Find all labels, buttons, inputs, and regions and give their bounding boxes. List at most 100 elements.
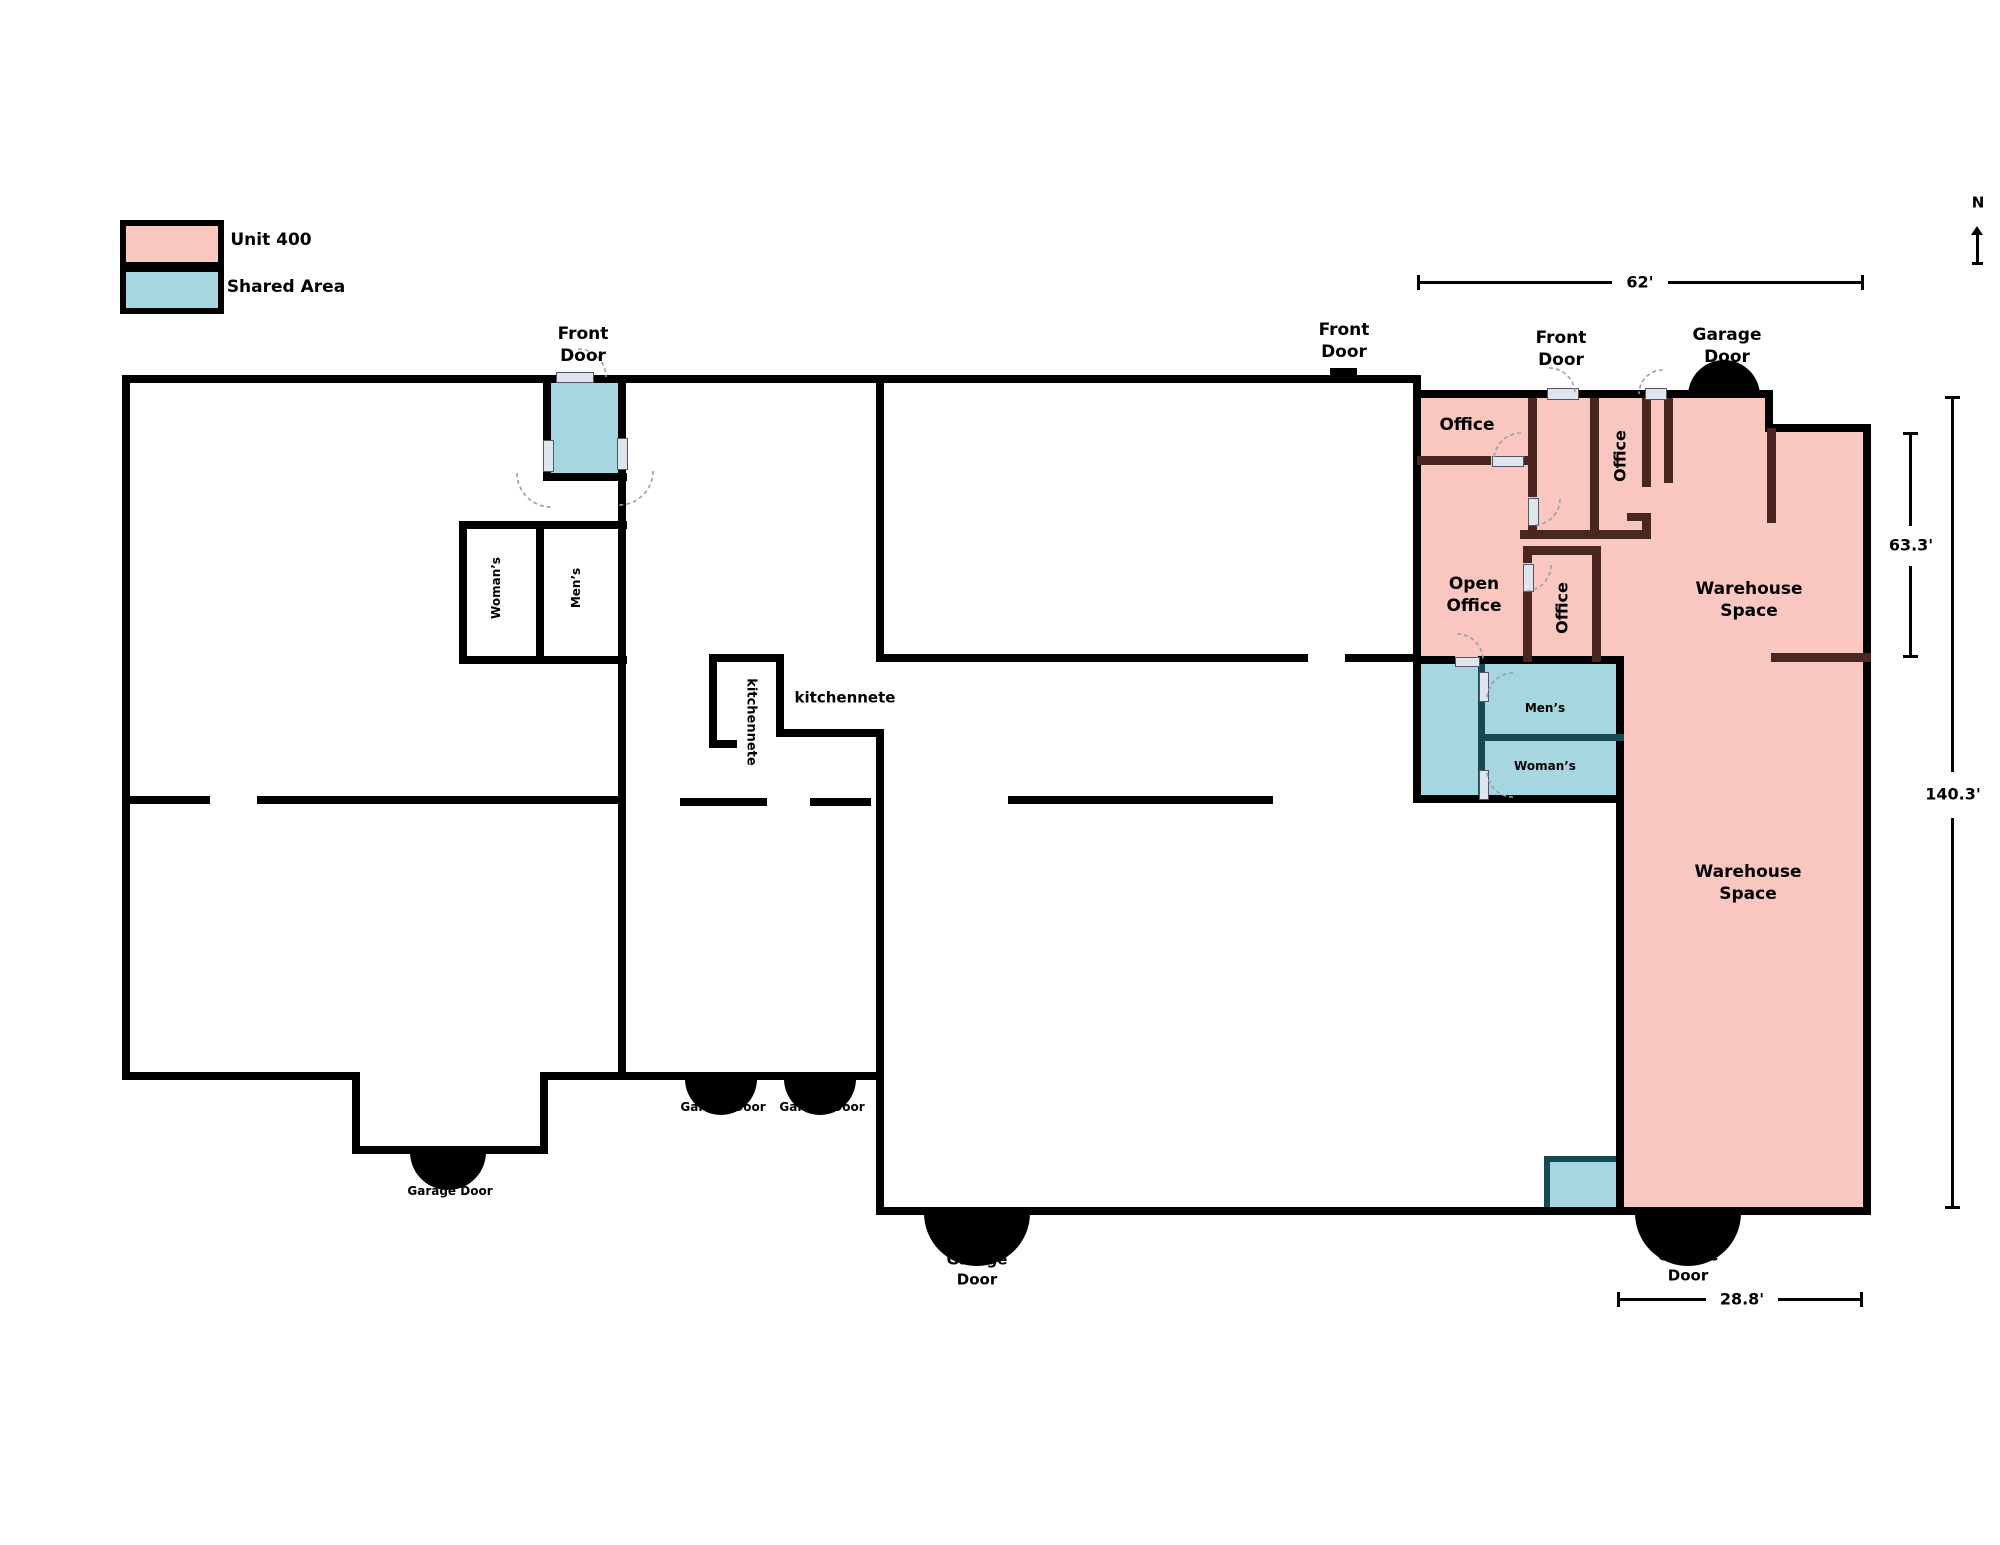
- door-unit-second: [1645, 388, 1667, 400]
- wall-restroom: [536, 521, 544, 664]
- wall: [884, 654, 1308, 662]
- wall-office: [1417, 456, 1491, 465]
- wall-bottom: [876, 1207, 1871, 1215]
- dim-line: [1951, 398, 1954, 772]
- wall-unit-left: [1413, 375, 1421, 803]
- shared-corner-border-left: [1544, 1156, 1550, 1211]
- legend-unit-swatch: [120, 220, 224, 268]
- dim-top-width: 62': [1626, 272, 1654, 292]
- wall: [122, 375, 130, 1080]
- wall-unit-top: [1413, 390, 1773, 398]
- wall-restroom: [459, 521, 467, 664]
- wall: [540, 1072, 884, 1080]
- wall-kitchennete: [776, 654, 784, 737]
- shared-corner-border-top: [1544, 1156, 1620, 1162]
- wall-restroom-bottom: [1413, 795, 1624, 803]
- legend-shared-swatch: [120, 266, 224, 314]
- wall-kitchennete: [709, 654, 717, 748]
- front-door-label-unit: Front Door: [1535, 327, 1587, 370]
- wall-warehouse: [1771, 653, 1871, 662]
- garage-door-label-small-2: Garage Door: [779, 1100, 865, 1115]
- womans-label-left: Woman’s: [489, 557, 504, 619]
- dim-tick: [1903, 432, 1918, 435]
- wall-mid: [680, 798, 767, 806]
- warehouse-space-label-lower: Warehouse Space: [1694, 861, 1802, 904]
- door-mens: [1479, 672, 1489, 702]
- dim-line: [1620, 1298, 1706, 1301]
- wall: [1345, 654, 1421, 662]
- shared-restroom-area: [1421, 664, 1616, 795]
- wall-office: [1528, 398, 1537, 497]
- wall-corridor: [1642, 513, 1651, 539]
- north-arrow-head: [1971, 226, 1983, 235]
- dim-line: [1951, 818, 1954, 1208]
- door-office2: [1523, 564, 1534, 592]
- wall-unit-step: [1765, 390, 1773, 432]
- front-door-label-left: Front Door: [557, 323, 609, 366]
- wall-office2: [1523, 546, 1601, 555]
- wall: [122, 375, 1417, 383]
- wall-unit-top2: [1765, 424, 1871, 432]
- wall-office2: [1592, 546, 1601, 662]
- wall-unit-right: [1863, 424, 1871, 1215]
- wall-kitchennete: [709, 654, 784, 662]
- office-label: Office: [1439, 414, 1495, 435]
- wall-vestibule-bottom: [543, 473, 627, 481]
- dim-tick: [1945, 1206, 1960, 1209]
- wall-kitchennete: [709, 740, 737, 748]
- compass-n-label: N: [1971, 193, 1985, 212]
- womans-label-unit: Woman’s: [1514, 759, 1576, 774]
- dim-tick: [1945, 396, 1960, 399]
- dim-line: [1420, 281, 1612, 284]
- door-womans: [1479, 770, 1489, 800]
- front-door-label-middle: Front Door: [1318, 319, 1370, 362]
- wall: [540, 1072, 548, 1154]
- wall-corridor: [1664, 398, 1673, 483]
- wall-divider: [618, 375, 626, 1080]
- unit400-warehouse-upper: [1773, 432, 1867, 659]
- dim-line: [1909, 434, 1912, 526]
- mens-label-unit: Men’s: [1524, 701, 1566, 716]
- door-office-side: [1528, 498, 1539, 526]
- wall-corridor: [1627, 513, 1650, 521]
- wall-unit-inner-left: [1616, 662, 1624, 1215]
- office-label-rotated-lower: Office: [1552, 582, 1572, 634]
- dim-line: [1668, 281, 1861, 284]
- dim-total-right-height: 140.3': [1925, 784, 1981, 804]
- door-front-unit: [1547, 388, 1579, 400]
- kitchennete-label: kitchennete: [794, 688, 896, 707]
- wall-mid: [122, 796, 210, 804]
- dim-tick: [1860, 1292, 1863, 1307]
- warehouse-space-label-upper: Warehouse Space: [1695, 578, 1803, 621]
- wall-vestibule-left: [543, 375, 551, 481]
- wall-mid: [810, 798, 871, 806]
- wall: [352, 1146, 548, 1154]
- wall-kitchennete: [776, 729, 884, 737]
- garage-door-label-unit-bottom: Garage Door: [1657, 1246, 1719, 1285]
- wall: [122, 1072, 352, 1080]
- wall: [352, 1072, 360, 1154]
- wall-warehouse: [1767, 428, 1776, 523]
- door-front-left: [556, 372, 594, 383]
- door-office: [1492, 456, 1524, 467]
- shared-corner-area: [1548, 1160, 1616, 1207]
- office-label-rotated-top: Office: [1610, 430, 1630, 482]
- open-office-label: Open Office: [1446, 573, 1502, 616]
- mens-label-left: Men’s: [569, 567, 584, 609]
- garage-door-label-left: Garage Door: [407, 1184, 493, 1199]
- garage-door-label-small-1: Garage Door: [680, 1100, 766, 1115]
- dim-line: [1909, 566, 1912, 656]
- dim-tick: [1617, 1292, 1620, 1307]
- dim-bottom-width: 28.8': [1719, 1289, 1765, 1309]
- wall-mid: [1008, 796, 1273, 804]
- garage-door-label-unit-top: Garage Door: [1692, 324, 1762, 367]
- north-arrow-icon: [1976, 234, 1979, 264]
- wall-office: [1520, 456, 1534, 465]
- wall-office: [1590, 398, 1599, 539]
- door-vestibule-right: [617, 438, 628, 470]
- north-arrow-base: [1972, 262, 1983, 265]
- wall-restroom-divider: [1478, 664, 1485, 795]
- wall: [876, 729, 884, 1215]
- wall-mid: [257, 796, 626, 804]
